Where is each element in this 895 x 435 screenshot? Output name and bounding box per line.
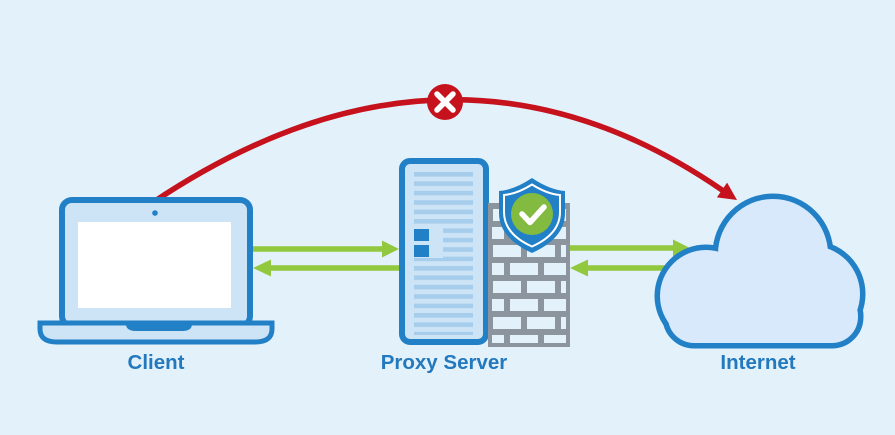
cloud-fill [660,199,860,343]
response-arrow-proxy-to-client [253,259,403,277]
laptop-screen [78,222,231,308]
request-arrow-client-to-proxy [253,240,399,258]
server-tower-icon [399,158,489,345]
internet-label: Internet [720,351,795,374]
shield-check-icon [499,178,565,253]
laptop-base-notch [126,321,192,331]
check-circle [511,193,553,235]
blocked-x-icon [427,84,463,120]
client-label: Client [128,351,185,374]
request-arrow-proxy-to-internet [567,239,690,257]
response-arrow-internet-to-proxy [570,259,668,277]
laptop-base [37,320,275,345]
server-drive-led [414,245,429,257]
cloud-icon [654,193,866,349]
proxy-server-label: Proxy Server [381,351,508,374]
laptop-camera-dot [152,210,158,216]
red-arrowhead [716,182,737,200]
server-drive-led [414,229,429,241]
shield-inner-outline [503,183,561,248]
laptop-icon [37,197,275,345]
check-mark [519,204,547,226]
